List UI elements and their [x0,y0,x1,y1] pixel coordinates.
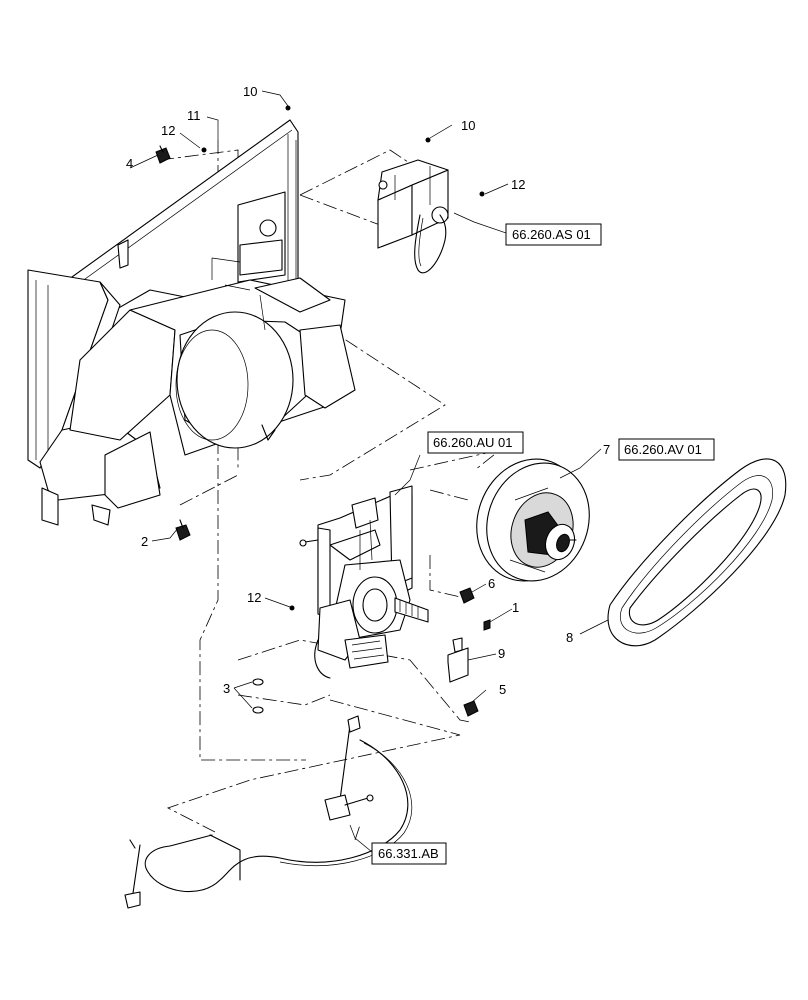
callout-3: 3 [223,681,230,696]
callout-5: 5 [499,682,506,697]
ref-as01-label[interactable]: 66.260.AS 01 [512,227,591,242]
control-cable [124,715,413,909]
leader-lines [129,90,609,853]
washers-3 [252,678,264,714]
pulley [476,458,590,582]
gearbox-assembly [299,485,429,679]
drive-belt [607,458,787,647]
ref-av01-label[interactable]: 66.260.AV 01 [624,442,702,457]
callout-11: 11 [187,108,201,123]
callout-12-left: 12 [161,123,175,138]
callout-10-top: 10 [243,84,257,99]
upper-bracket-assembly [377,159,449,274]
callout-12-mid: 12 [247,590,261,605]
ref-as01[interactable]: 66.260.AS 01 [505,223,602,246]
callout-labels: 10 11 12 4 10 12 2 7 6 12 1 8 9 3 5 [126,84,610,697]
callout-7: 7 [603,442,610,457]
callout-9: 9 [498,646,505,661]
bolt-2 [175,519,191,541]
ref-au01[interactable]: 66.260.AU 01 [427,431,524,454]
guard-9 [447,637,469,683]
ref-av01[interactable]: 66.260.AV 01 [618,438,715,461]
fastener-dots [201,105,485,611]
ref-ab[interactable]: 66.331.AB [371,842,447,865]
ref-ab-label[interactable]: 66.331.AB [378,846,439,861]
callout-1: 1 [512,600,519,615]
callout-10-right: 10 [461,118,475,133]
clip-1 [483,619,491,631]
callout-2: 2 [141,534,148,549]
nut-4 [155,145,171,164]
ref-au01-label[interactable]: 66.260.AU 01 [433,435,513,450]
callout-4: 4 [126,156,133,171]
callout-6: 6 [488,576,495,591]
nut-6 [459,587,475,604]
callout-12-right: 12 [511,177,525,192]
nut-5 [463,700,479,717]
assembly-lines [159,140,501,841]
fan-shroud [27,269,356,526]
callout-8: 8 [566,630,573,645]
